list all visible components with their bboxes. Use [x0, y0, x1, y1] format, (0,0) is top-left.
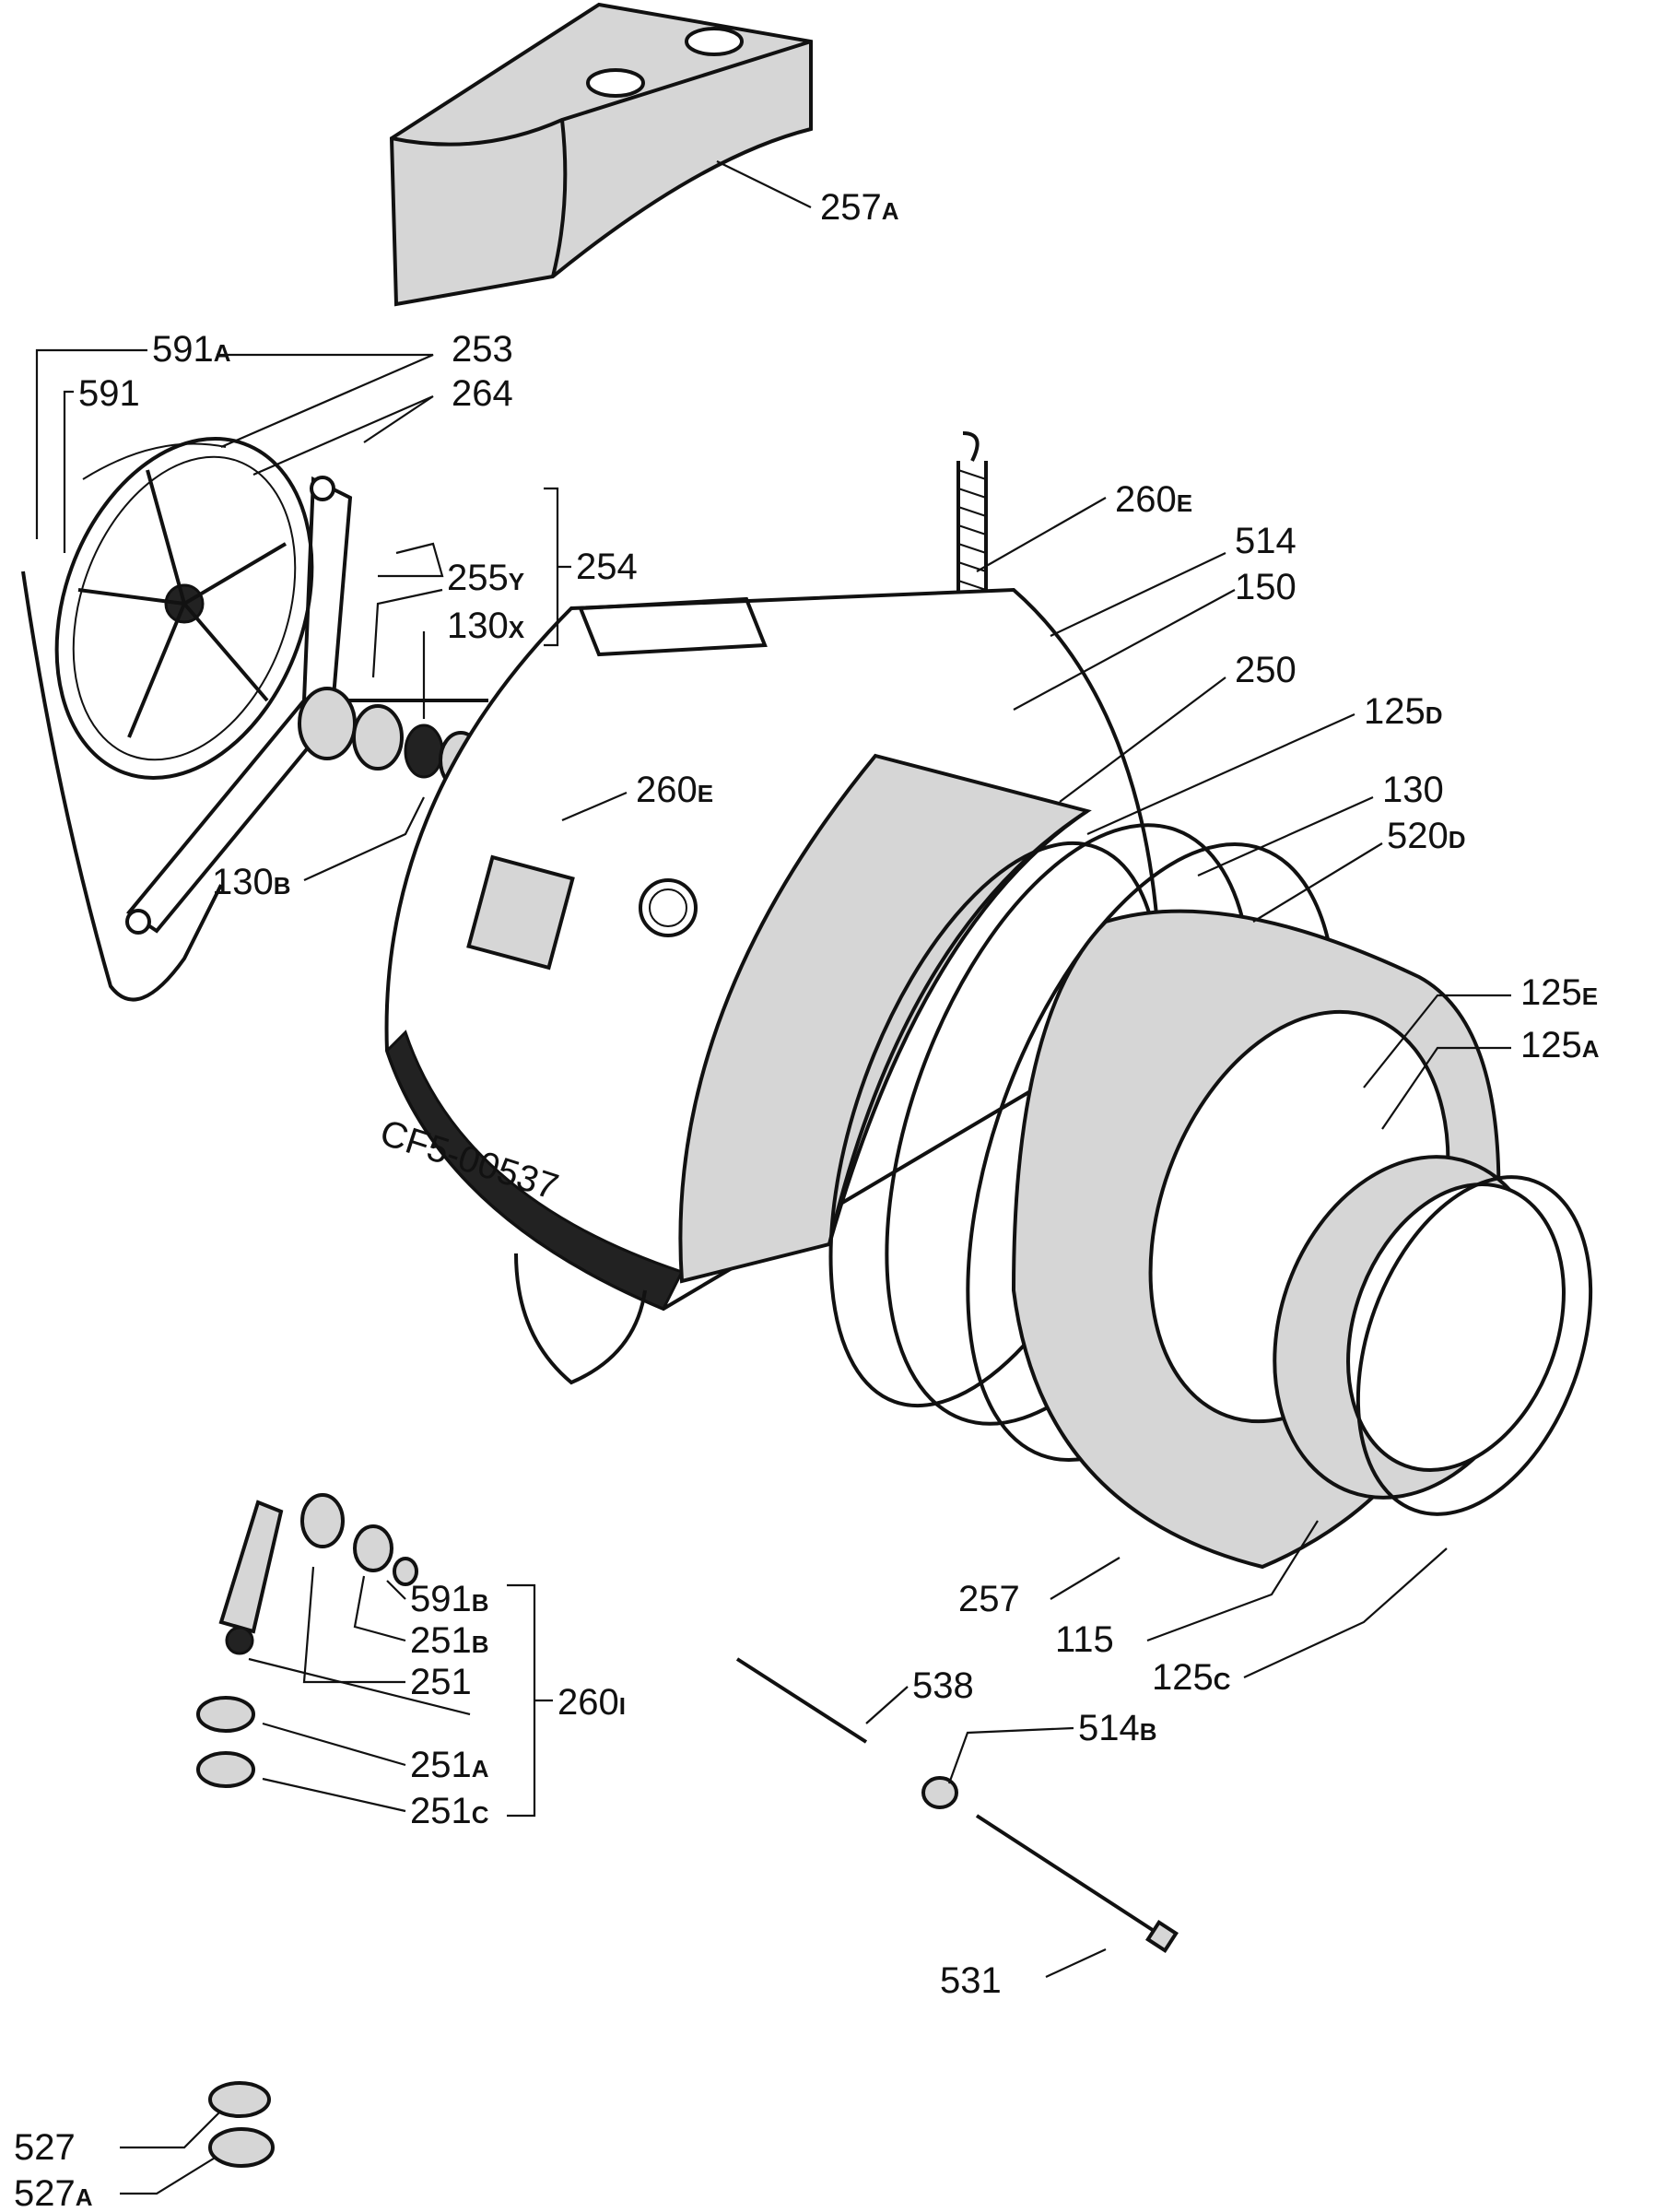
label-125c: 125C	[1152, 1657, 1231, 1698]
label-520d: 520D	[1387, 816, 1466, 856]
label-260e-middle: 260E	[636, 770, 713, 810]
label-251c: 251C	[410, 1791, 489, 1831]
pin-538	[735, 1657, 868, 1744]
label-130b: 130B	[212, 862, 291, 902]
label-115: 115	[1055, 1619, 1114, 1660]
label-254: 254	[576, 547, 638, 587]
foot-parts	[208, 2081, 275, 2168]
label-130: 130	[1382, 770, 1444, 810]
label-538: 538	[912, 1665, 974, 1706]
label-264: 264	[452, 373, 513, 414]
pulley	[54, 437, 314, 780]
label-251: 251	[410, 1662, 472, 1702]
label-260i: 260I	[557, 1682, 626, 1723]
label-527a: 527A	[14, 2173, 93, 2212]
label-251a: 251A	[410, 1745, 489, 1785]
shock-absorber	[196, 1493, 418, 1788]
counterweight-top	[389, 2, 813, 307]
drive-belt	[21, 442, 227, 1002]
label-514: 514	[1235, 521, 1297, 561]
label-591a: 591A	[152, 329, 231, 370]
label-253: 253	[452, 329, 513, 370]
label-250: 250	[1235, 650, 1297, 690]
label-260e-top: 260E	[1115, 479, 1192, 520]
label-251b: 251B	[410, 1620, 489, 1661]
label-125a: 125A	[1520, 1025, 1600, 1065]
label-527: 527	[14, 2127, 76, 2168]
label-531: 531	[940, 1960, 1002, 2001]
label-514b: 514B	[1078, 1708, 1157, 1748]
clamp-band	[1355, 1175, 1593, 1516]
label-125e: 125E	[1520, 972, 1598, 1013]
leader-lines	[35, 160, 1511, 2195]
label-257: 257	[958, 1579, 1020, 1619]
label-150: 150	[1235, 567, 1297, 607]
label-130x: 130X	[447, 606, 525, 646]
label-125d: 125D	[1364, 691, 1443, 732]
label-257a: 257A	[820, 187, 899, 228]
label-591b: 591B	[410, 1579, 489, 1619]
bolt-assembly	[921, 1776, 1179, 1953]
part-labels: 257A 591A 253 591 264 254 255Y 130X 130B…	[14, 187, 1600, 2212]
label-591: 591	[78, 373, 140, 414]
label-255y: 255Y	[447, 558, 524, 598]
